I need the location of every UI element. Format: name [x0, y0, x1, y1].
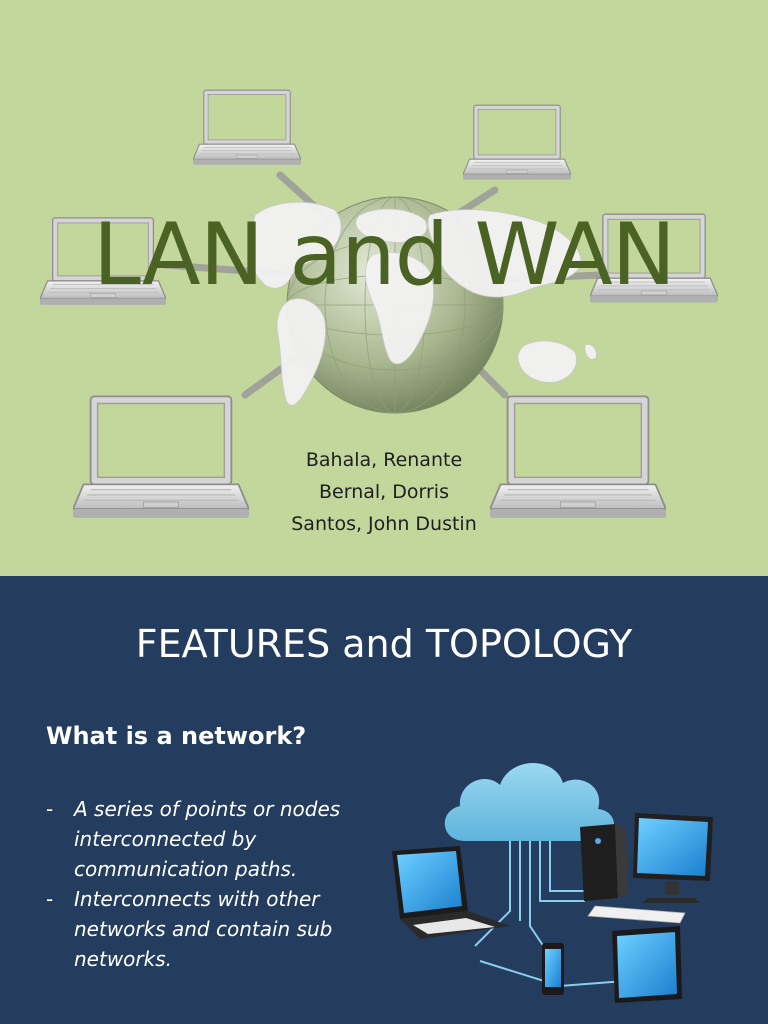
laptop-icon [463, 104, 571, 181]
cloud-devices-icon [392, 762, 713, 1003]
desktop-tower-icon [580, 824, 628, 901]
tablet-icon [612, 926, 682, 1003]
content-slide: FEATURES and TOPOLOGY What is a network?… [0, 576, 768, 1024]
author-name: Santos, John Dustin [291, 513, 477, 535]
laptop-icon [392, 846, 510, 939]
list-item: - A series of points or nodes interconne… [46, 794, 376, 884]
title-slide: LAN and WAN Bahala, Renante Bernal, Dorr… [0, 0, 768, 576]
slide-subheading: What is a network? [46, 722, 307, 750]
slide-title: LAN and WAN [92, 205, 676, 305]
bullet-text: Interconnects with other networks and co… [74, 887, 333, 971]
slide-title: FEATURES and TOPOLOGY [135, 622, 633, 666]
laptop-icon [73, 395, 249, 519]
phone-icon [542, 943, 564, 995]
author-name: Bahala, Renante [305, 449, 463, 471]
author-list: Bahala, Renante Bernal, Dorris Santos, J… [224, 444, 544, 540]
monitor-icon [633, 813, 713, 903]
cloud-icon [444, 762, 615, 841]
bullet-list: - A series of points or nodes interconne… [46, 794, 376, 974]
bullet-marker: - [46, 887, 54, 911]
bullet-text: A series of points or nodes interconnect… [74, 797, 341, 881]
keyboard-icon [587, 905, 686, 924]
globe-icon [248, 196, 597, 414]
globe-with-laptops-network-icon [40, 89, 718, 519]
bullet-marker: - [46, 797, 54, 821]
list-item: - Interconnects with other networks and … [46, 884, 376, 974]
author-name: Bernal, Dorris [319, 481, 449, 503]
laptop-icon [193, 89, 301, 166]
